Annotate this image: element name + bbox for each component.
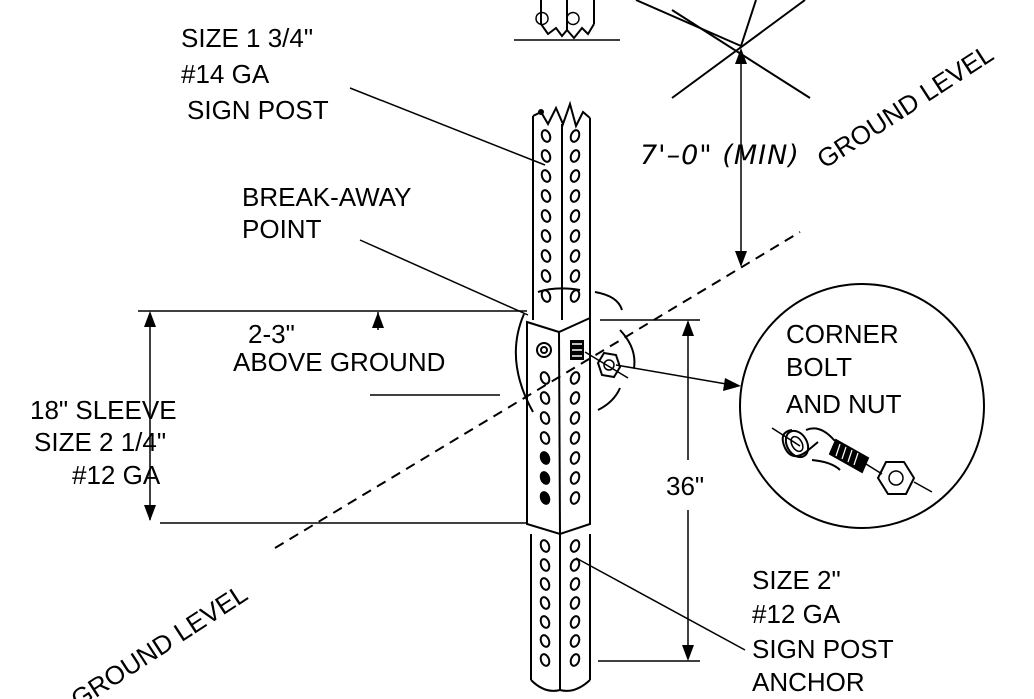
corner-bolt-callout [739,283,985,529]
above-ground-label-line1: 2-3" [248,319,295,349]
post-hole [569,615,581,629]
post-hole [540,149,552,163]
post-hole [540,189,552,203]
post-hole [539,451,551,465]
breakaway-label-line2: POINT [242,214,322,244]
depth-label: 36" [666,471,705,501]
post-hole [569,451,581,465]
min-height-dimension [735,48,747,267]
anchor-label-line4: ANCHOR [752,667,865,697]
post-hole [540,169,552,183]
post-hole [540,209,552,223]
post-hole [569,189,581,203]
post-hole [540,129,552,143]
post-hole [540,229,552,243]
post-hole [569,471,581,485]
post-hole [539,471,551,485]
sleeve-dimension [138,310,527,524]
above-ground-dimension [370,312,500,396]
post-hole [569,169,581,183]
sleeve-label-line2: SIZE 2 1/4" [34,427,167,457]
post-hole [569,249,581,263]
post-hole [569,539,581,553]
corner-bolt-label-line1: CORNER [786,319,899,349]
post-hole [569,431,581,445]
post-hole [539,577,551,591]
breakaway-arc-right [594,291,623,311]
breakaway-leader [359,239,529,316]
post-hole [540,269,552,283]
post-hole [569,577,581,591]
min-height-label: 7'–0" (MIN) [640,140,800,171]
post-hole [539,391,551,405]
post-hole [569,371,581,385]
post-hole [569,149,581,163]
post-hole [539,491,551,505]
post-hole [569,229,581,243]
anchor-holes [539,539,581,667]
post-hole [539,411,551,425]
post-hole [540,249,552,263]
post-hole [539,558,551,572]
post-hole [539,596,551,610]
post-hole [539,634,551,648]
sign-post-name-label: SIGN POST [187,95,329,125]
upper-post-holes [540,129,581,303]
anchor-label-line3: SIGN POST [752,634,894,664]
post-hole [569,209,581,223]
post-hole [569,491,581,505]
breakaway-arc-left [514,313,534,413]
anchor-post [530,534,591,692]
corner-bolt-label-line3: AND NUT [786,389,902,419]
corner-bolt [570,340,629,379]
post-hole [569,596,581,610]
sleeve-holes [539,371,581,505]
sign-post-gauge-label: #14 GA [181,59,270,89]
depth-dimension [598,319,700,662]
ground-level-line [274,231,801,549]
post-hole [569,634,581,648]
post-hole [569,411,581,425]
above-ground-label-line2: ABOVE GROUND [233,347,446,377]
post-hole [539,371,551,385]
sign-post-leader [349,87,546,166]
sleeve-label-line3: #12 GA [72,460,161,490]
post-hole [569,391,581,405]
anchor-label-line2: #12 GA [752,599,841,629]
post-hole [539,615,551,629]
bolt-illustration [771,427,933,495]
post-hole [569,653,581,667]
post-hole [539,653,551,667]
anchor-leader [575,557,746,651]
anchor-label-line1: SIZE 2" [752,565,841,595]
corner-bolt-label-line2: BOLT [786,352,852,382]
post-hole [539,431,551,445]
sign-post-size-label: SIZE 1 3/4" [181,23,314,53]
sign-support-lines [635,0,811,99]
corner-bolt-leader [615,364,741,391]
sleeve [526,316,591,536]
breakaway-label-line1: BREAK-AWAY [242,182,412,212]
post-hole [569,269,581,283]
post-hole [569,289,581,303]
post-hole [539,539,551,553]
sign-post-upper [532,100,591,320]
sleeve-label-line1: 18" SLEEVE [30,395,177,425]
upper-post-stub [514,0,620,41]
post-hole [569,129,581,143]
